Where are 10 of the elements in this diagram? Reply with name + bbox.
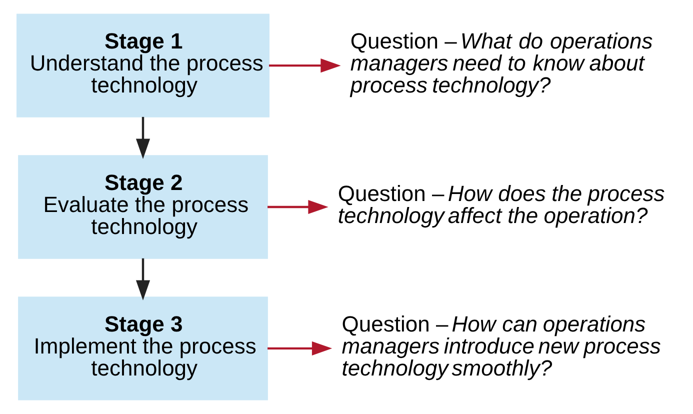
arrow [136,258,150,300]
node-text: Question – What do operations managers need to know about process technology? [350,28,653,98]
arrow [268,341,332,356]
node-box: Stage 3 Implement the process technology [18,296,268,400]
node-box: Stage 1 Understand the process technology [16,14,270,118]
arrow [269,58,341,73]
arrow [268,200,328,214]
arrow [136,116,150,159]
node-box: Stage 2 Evaluate the process technology [18,155,268,259]
node-text: Question – How does the process technology affect the operation? [338,181,665,228]
